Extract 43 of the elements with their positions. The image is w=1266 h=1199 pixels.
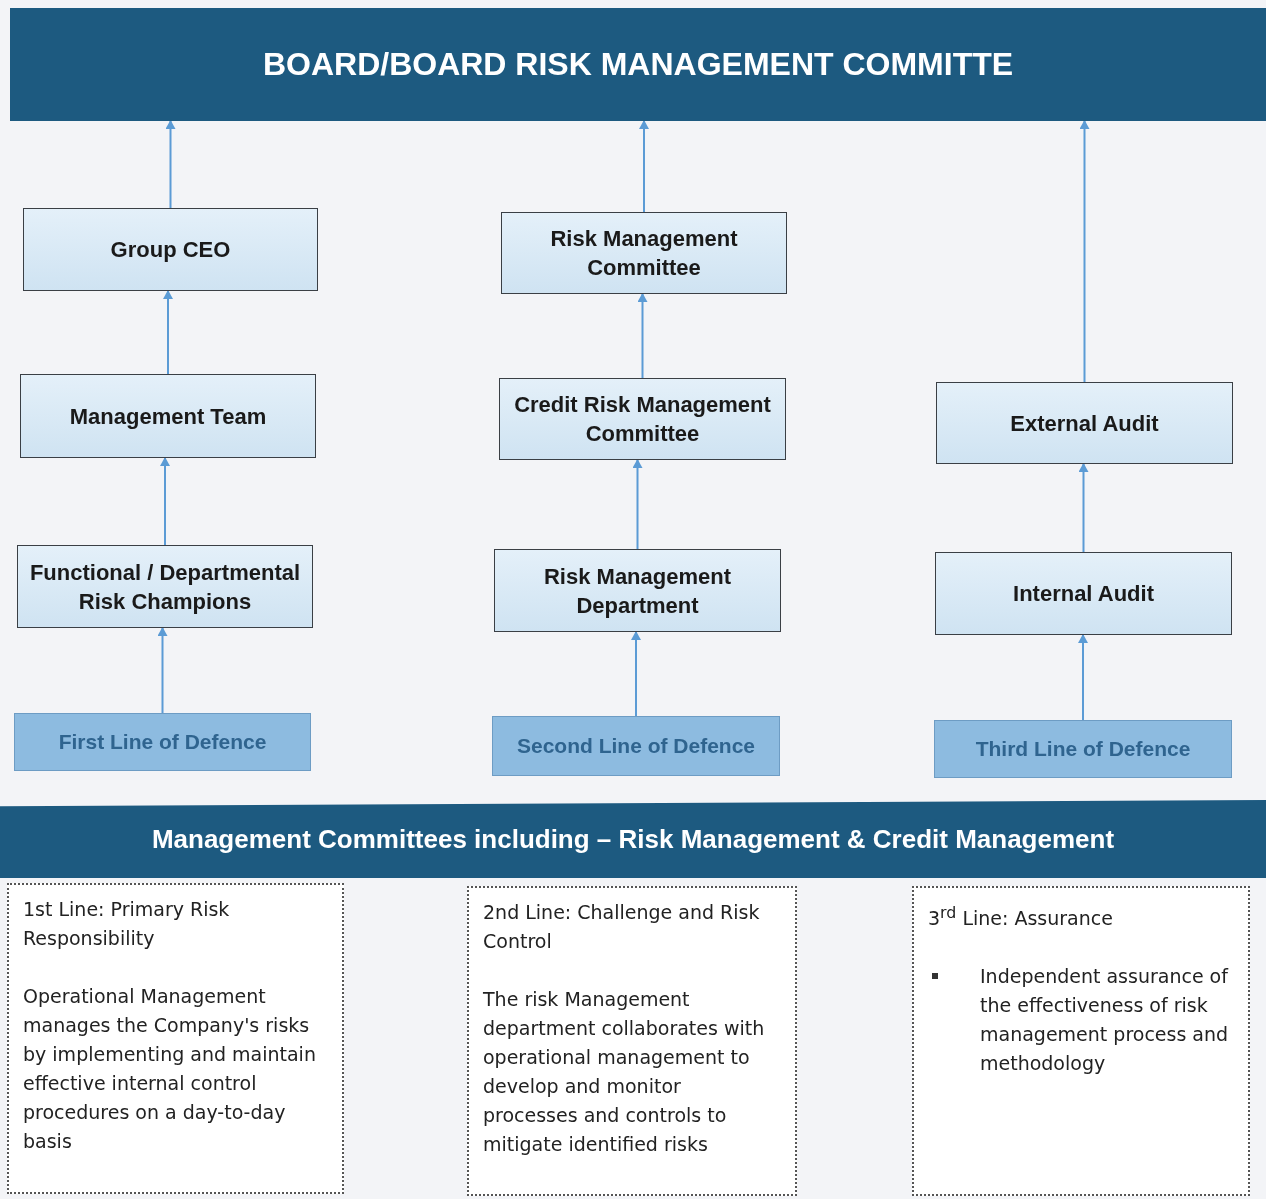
description-panel	[7, 883, 344, 1194]
description-panel	[912, 886, 1250, 1196]
node-label: Risk Management Committee	[549, 225, 739, 282]
arrow	[632, 459, 643, 550]
description-text: Independent assurance of the effectiveness of risk management process and methodology	[980, 964, 1230, 1077]
panel-heading: 2nd Line: Challenge and Risk Control	[483, 900, 761, 954]
node-label: Credit Risk Management Committee	[513, 391, 772, 448]
title-banner	[0, 800, 1266, 878]
process-box	[936, 382, 1233, 464]
panel-heading: 3$^{rd}$ Line: Assurance	[928, 902, 1113, 932]
node-label: Functional / Departmental Risk Champions	[28, 558, 302, 616]
panel-heading: 1st Line: Primary Risk Responsibility	[23, 897, 231, 951]
process-box	[935, 552, 1232, 635]
node-label: Group CEO	[110, 236, 231, 264]
node-label: Third Line of Defence	[975, 737, 1191, 761]
process-box	[20, 374, 316, 458]
process-box	[17, 545, 313, 628]
process-box	[494, 549, 781, 632]
process-box	[501, 212, 787, 294]
node-label: Internal Audit	[1013, 580, 1154, 608]
arrow	[639, 120, 649, 213]
description-panel	[467, 886, 797, 1196]
arrow	[1078, 634, 1088, 721]
description-text: Operational Management manages the Company's risks by implementing and maintain effective internal control procedures on a day-to-day basis	[23, 984, 317, 1154]
description-text: The risk Management department collaborates with operational management to develop and monitor processes and controls to mitigate identified risks	[483, 987, 766, 1157]
arrow	[637, 293, 648, 379]
node-label: Second Line of Defence	[516, 734, 755, 758]
title-banner	[10, 8, 1266, 121]
node-label: BOARD/BOARD RISK MANAGEMENT COMMITTE	[262, 46, 1014, 83]
node-label: External Audit	[1010, 409, 1159, 438]
arrow	[163, 290, 173, 375]
node-label: Management Team	[69, 402, 267, 431]
process-box	[23, 208, 318, 291]
node-label: Risk Management Department	[542, 562, 733, 620]
process-box	[499, 378, 786, 460]
arrow	[1078, 463, 1089, 553]
arrow	[160, 457, 170, 546]
arrow	[1079, 120, 1090, 383]
arrow	[165, 120, 176, 209]
arrow	[157, 627, 168, 714]
node-label: First Line of Defence	[58, 730, 267, 754]
arrow	[631, 631, 641, 717]
node-label: Management Committees including – Risk Management & Credit Management	[151, 823, 1115, 855]
